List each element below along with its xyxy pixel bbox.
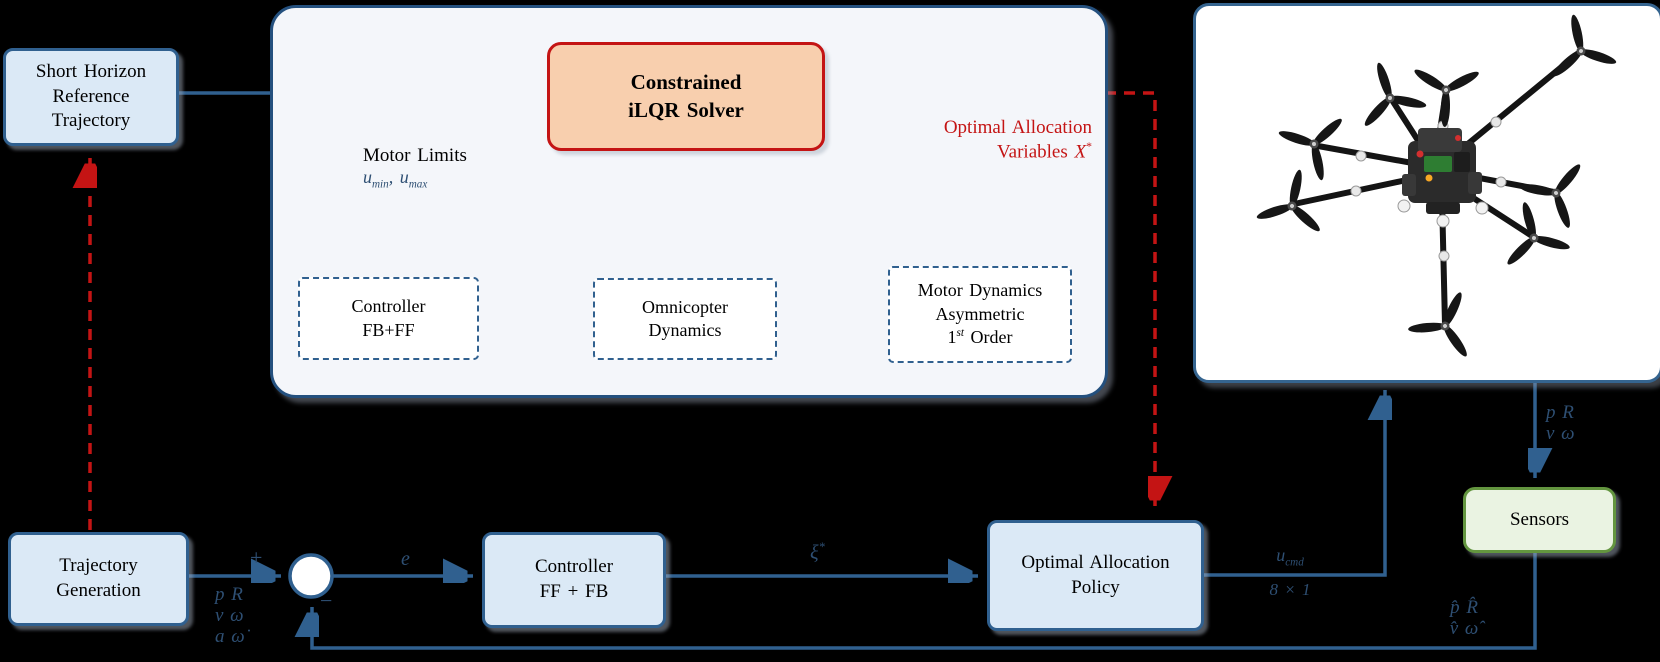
block-label-line: Trajectory: [59, 555, 138, 577]
plant-state-label: p R v ω: [1546, 402, 1575, 444]
block-label-line: Reference: [52, 85, 130, 107]
block-label-line: Sensors: [1509, 508, 1570, 530]
block-constrained-ilqr-solver: Constrained iLQR Solver: [547, 42, 825, 151]
ucmd-dimension-label: 8 × 1: [1269, 580, 1311, 599]
optimal-allocation-variables-label: Optimal Allocation Variables X*: [943, 117, 1092, 163]
error-signal-label: e: [401, 548, 410, 570]
block-label-line: 1st Order: [947, 327, 1013, 348]
block-optimal-allocation-policy: Optimal Allocation Policy: [987, 520, 1204, 631]
block-label-line: Policy: [1071, 576, 1120, 598]
block-label-line: Short Horizon: [35, 60, 147, 82]
arrow-allocation-to-drone: [1199, 390, 1385, 577]
ucmd-signal-label: ucmd: [1276, 545, 1304, 569]
block-controller-fffb: Controller FF + FB: [482, 532, 666, 628]
block-short-horizon-reference-trajectory: Short Horizon Reference Trajectory: [3, 48, 179, 146]
block-label-line: Dynamics: [648, 320, 722, 340]
omnicopter-photo-frame: [1193, 3, 1660, 383]
block-label-line: Controller: [534, 556, 614, 578]
sum-minus-sign: −: [320, 588, 333, 613]
block-label-line: Generation: [56, 580, 141, 601]
block-label-line: Optimal Allocation: [1021, 551, 1170, 573]
omnicopter-photo: [1252, 11, 1627, 373]
block-label-line: Trajectory: [51, 110, 131, 132]
block-label-line: Controller: [351, 296, 426, 317]
reference-state-label: p R v ω a ω̇: [215, 584, 245, 647]
block-label-line: FB+FF: [362, 319, 415, 340]
block-label-line: FF + FB: [539, 581, 609, 602]
estimated-state-label: p̂ R̂ v̂ ω̂: [1449, 597, 1479, 639]
block-omnicopter-dynamics: Omnicopter Dynamics: [593, 278, 777, 360]
block-trajectory-generation: Trajectory Generation: [8, 532, 189, 626]
block-label-line: Constrained: [630, 70, 742, 95]
summing-junction: [288, 553, 334, 599]
motor-limits-label: Motor Limits umin, umax: [363, 145, 467, 191]
block-label-line: Motor Dynamics: [917, 280, 1043, 301]
block-motor-dynamics: Motor Dynamics Asymmetric 1st Order: [888, 266, 1072, 363]
block-label-line: Omnicopter: [642, 296, 728, 317]
block-label-line: Asymmetric: [935, 303, 1025, 324]
block-controller-fbff: Controller FB+FF: [298, 277, 479, 360]
block-label-line: iLQR Solver: [628, 97, 744, 122]
xi-star-signal-label: ξ*: [810, 540, 825, 564]
sum-plus-sign: +: [250, 545, 263, 570]
arrow-ilqr-to-allocation-policy: [820, 91, 1155, 506]
block-sensors: Sensors: [1463, 487, 1616, 553]
arrow-sensors-feedback-to-sum: [312, 548, 1537, 650]
